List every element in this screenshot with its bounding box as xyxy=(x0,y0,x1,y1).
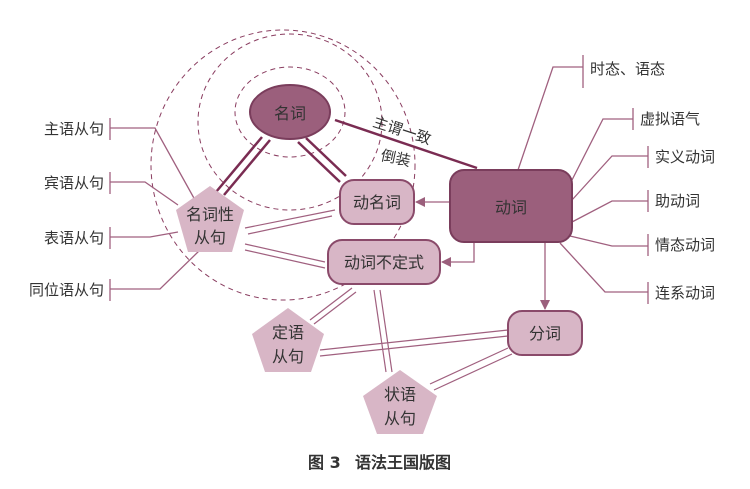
noun-clause-type-links xyxy=(109,118,201,301)
participle-label: 分词 xyxy=(529,324,561,343)
infinitive-node[interactable]: 动词不定式 xyxy=(327,239,441,285)
adverbial-clause-label-1: 状语 xyxy=(384,385,416,404)
noun-orbit-middle xyxy=(197,33,383,211)
noun-double-links xyxy=(215,136,347,196)
subjunctive-label: 虚拟语气 xyxy=(640,110,700,128)
figure-number: 图 3 xyxy=(308,453,341,472)
inversion-label: 倒装 xyxy=(379,146,412,170)
predicative-clause-label: 表语从句 xyxy=(44,229,104,247)
noun-node[interactable]: 名词 xyxy=(249,84,331,140)
noun-clause-label-2: 从句 xyxy=(194,228,226,247)
linking-verb-label: 连系动词 xyxy=(655,284,715,302)
appositive-clause-label: 同位语从句 xyxy=(29,281,104,299)
noun-clause-label-1: 名词性 xyxy=(186,205,234,224)
auxiliary-verb-label: 助动词 xyxy=(655,192,700,210)
attributive-clause-label-1: 定语 xyxy=(272,323,304,342)
tense-voice-label: 时态、语态 xyxy=(590,60,665,78)
noun-clause-node[interactable]: 名词性 从句 xyxy=(176,186,244,252)
noun-orbit-inner xyxy=(234,66,346,158)
infinitive-label: 动词不定式 xyxy=(344,253,424,272)
noun-orbit-outer xyxy=(150,29,416,301)
hollow-links xyxy=(244,209,513,391)
adverbial-clause-node[interactable]: 状语 从句 xyxy=(363,370,437,434)
subject-clause-label: 主语从句 xyxy=(44,120,104,138)
attributive-clause-label-2: 从句 xyxy=(272,347,304,366)
verb-topic-links xyxy=(517,55,649,304)
notional-verb-label: 实义动词 xyxy=(655,148,715,166)
verb-to-infinitive-arrow xyxy=(441,242,475,267)
gerund-node[interactable]: 动名词 xyxy=(339,179,415,225)
verb-label: 动词 xyxy=(495,198,527,217)
participle-node[interactable]: 分词 xyxy=(507,310,583,356)
figure-caption: 语法王国版图 xyxy=(355,453,451,472)
noun-verb-link xyxy=(334,118,478,170)
object-clause-label: 宾语从句 xyxy=(44,174,104,192)
attributive-clause-node[interactable]: 定语 从句 xyxy=(252,308,324,372)
noun-label: 名词 xyxy=(274,104,306,123)
adverbial-clause-label-2: 从句 xyxy=(384,409,416,428)
gerund-label: 动名词 xyxy=(353,193,401,212)
modal-verb-label: 情态动词 xyxy=(655,236,715,254)
verb-node[interactable]: 动词 xyxy=(449,169,573,243)
